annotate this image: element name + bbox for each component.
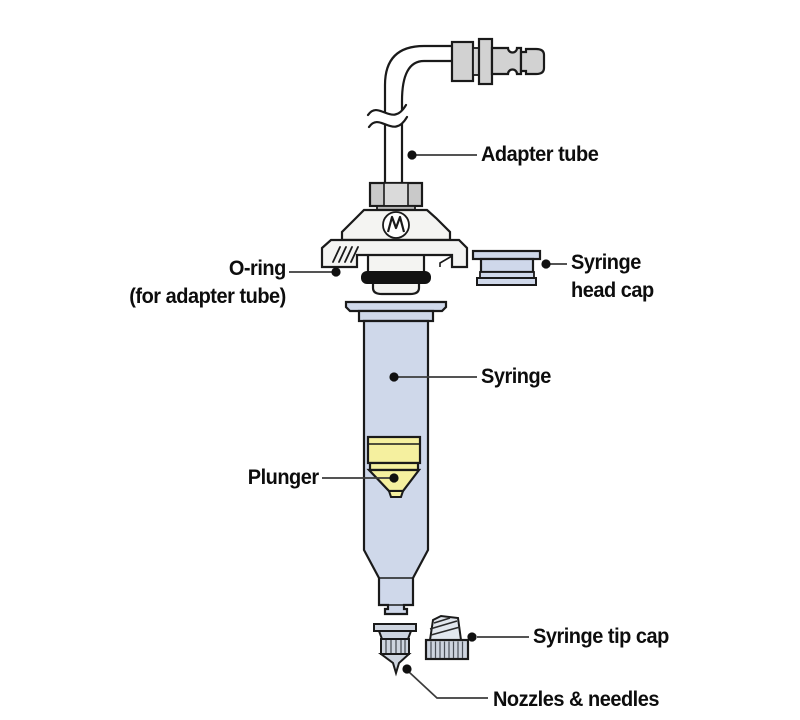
tip-cap-dot — [467, 632, 477, 642]
syringe-neck — [357, 309, 435, 323]
tube-nut-drawing — [368, 181, 424, 212]
head-cap-flange — [471, 249, 542, 261]
nozzle-needle-drawing — [373, 623, 417, 677]
syringe-drawing — [344, 300, 448, 616]
adapter-tube-label: Adapter tube — [481, 143, 599, 166]
head-barrel-cap — [371, 280, 421, 296]
connector-collar — [477, 37, 494, 86]
connector-nut — [450, 40, 475, 83]
callout-dots — [331, 150, 551, 674]
nozzles-leader — [408, 671, 488, 699]
plunger-dot — [389, 473, 399, 483]
needle-hub-ribs — [385, 640, 406, 653]
connector-plug — [519, 47, 546, 76]
logo-m-glyph — [386, 215, 406, 233]
adapter-tube-dot — [407, 150, 417, 160]
syringe-head-cap-label-line2: head cap — [571, 279, 654, 302]
needle-flange — [373, 623, 417, 632]
tip-cap-ribs — [430, 641, 464, 658]
callout-lines — [289, 154, 567, 699]
plunger-drawing — [366, 435, 422, 498]
syringe-flange — [344, 300, 448, 313]
tip-cap-thread-lines — [429, 617, 461, 636]
adapter-tube-drawing — [366, 44, 458, 188]
plunger-label: Plunger — [248, 466, 319, 489]
o-ring-dot — [331, 267, 341, 277]
o-ring-drawing — [361, 271, 431, 284]
syringe-dot — [389, 372, 399, 382]
plunger-head — [366, 435, 422, 465]
syringe-head-cap-label: Syringe head cap — [571, 249, 654, 305]
syringe-tip-cap-label: Syringe tip cap — [533, 625, 669, 648]
o-ring-label: O-ring (for adapter tube) — [129, 255, 286, 311]
connector-body — [490, 46, 523, 76]
o-ring-label-line2: (for adapter tube) — [129, 285, 286, 308]
nozzles-dot — [402, 664, 412, 674]
syringe-head-cap-drawing — [471, 249, 542, 286]
tube-connector-drawing — [450, 37, 546, 86]
head-cap-dot — [541, 259, 551, 269]
head-cap-lip — [476, 277, 537, 286]
head-hatch-marks — [332, 246, 359, 263]
head-bar-notch — [439, 255, 453, 267]
nozzles-needles-label: Nozzles & needles — [493, 688, 659, 711]
syringe-label: Syringe — [481, 365, 551, 388]
dispenser-head-drawing — [320, 208, 469, 296]
tube-break-line — [367, 115, 409, 129]
o-ring-label-line1: O-ring — [229, 257, 286, 280]
needle-tip — [378, 653, 412, 677]
needle-neck — [377, 630, 413, 640]
head-cap-body — [479, 257, 535, 274]
syringe-tip-lines — [379, 577, 413, 606]
nut-facet — [383, 182, 409, 207]
syringe-head-cap-label-line1: Syringe — [571, 251, 641, 274]
syringe-tip-cap-drawing — [424, 614, 470, 661]
tip-cap-base — [424, 638, 470, 661]
plunger-nub — [387, 490, 405, 498]
tube-break-line — [366, 103, 408, 117]
